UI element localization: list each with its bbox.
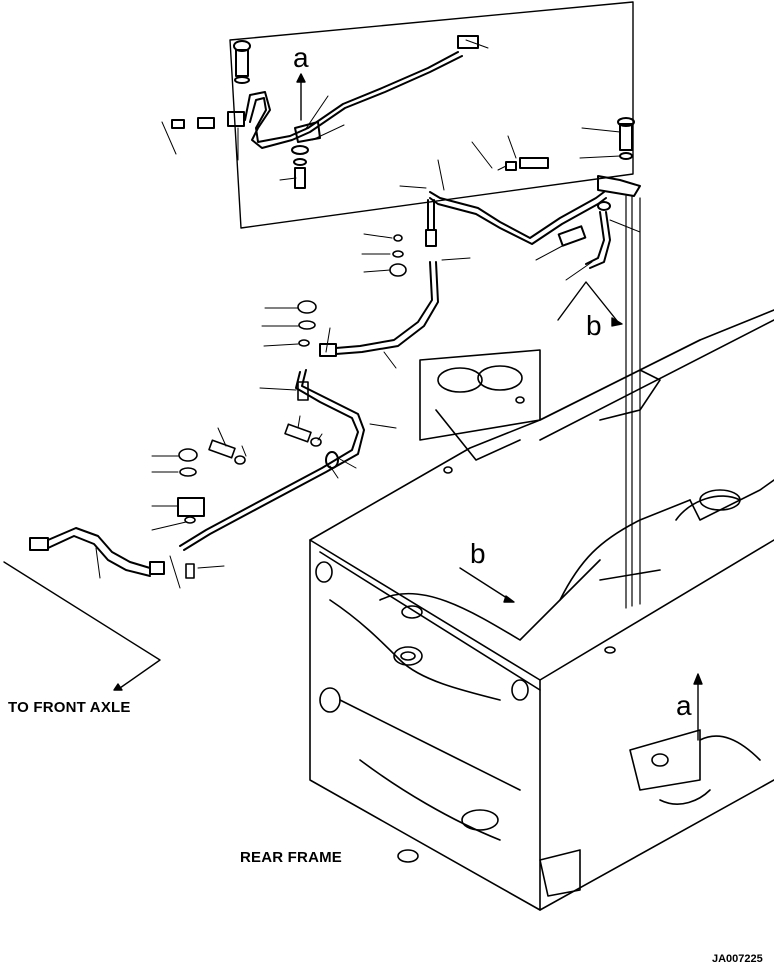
hardware-parts [179, 235, 406, 578]
arrow-b-upper [558, 282, 622, 326]
ref-letter-b-upper: b [586, 310, 602, 341]
lower-hose [30, 498, 204, 576]
ref-letter-a-bottom: a [676, 690, 692, 721]
drawing-code: JA007225 [712, 953, 763, 965]
label-rear-frame: REAR FRAME [240, 849, 342, 866]
long-tube [180, 370, 364, 550]
arrow-a-bottom [694, 674, 702, 740]
middle-hose [320, 262, 438, 356]
vertical-tubes [626, 196, 640, 608]
upper-right-bracket [426, 118, 640, 268]
front-axle-arrow [4, 562, 160, 690]
arrow-a-top [297, 74, 305, 120]
rear-frame [310, 310, 774, 910]
inset-tube-assembly [172, 36, 478, 188]
label-to-front-axle: TO FRONT AXLE [8, 699, 131, 716]
ref-letter-b-lower: b [470, 538, 486, 569]
ref-letter-a-top: a [293, 42, 309, 73]
hardware-leaders [96, 128, 640, 588]
inset-leaders [162, 40, 488, 180]
arrow-b-lower [460, 568, 514, 602]
detail-inset-frame [230, 2, 633, 228]
